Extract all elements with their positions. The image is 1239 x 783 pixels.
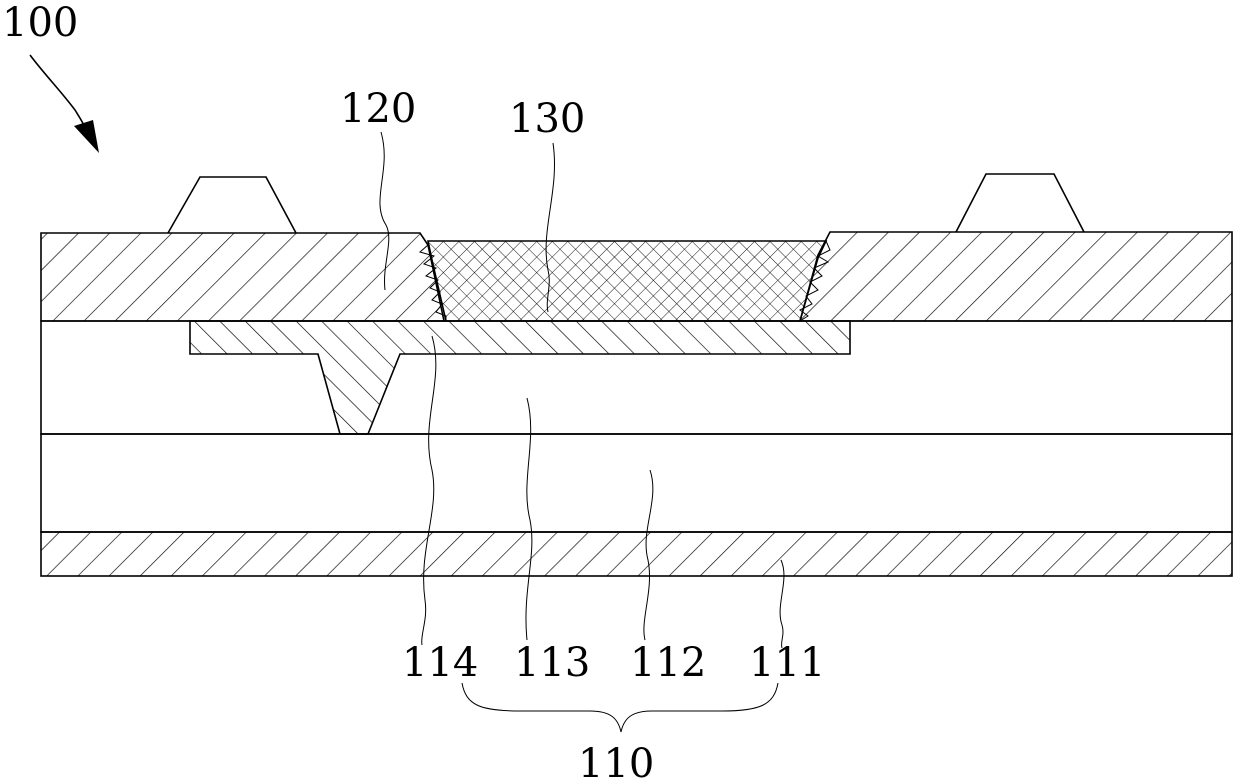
brace-110 [462,683,778,732]
label-110: 110 [578,741,654,783]
label-114: 114 [402,640,478,686]
layer-114 [190,321,850,434]
device-arrow-line [30,55,86,130]
layer-130 [428,241,826,321]
label-111: 111 [749,640,825,686]
label-130: 130 [509,96,585,142]
layer-120-right [800,232,1232,321]
layer-112-region [41,434,1232,532]
label-100: 100 [2,0,78,46]
label-112: 112 [630,640,706,686]
layer-120-left [41,233,444,321]
label-120: 120 [340,86,416,132]
leader-114 [422,336,436,645]
right-bump [956,174,1084,232]
layer-111 [41,532,1232,576]
left-bump [168,177,296,233]
device-arrowhead [74,120,99,153]
label-113: 113 [514,640,590,686]
